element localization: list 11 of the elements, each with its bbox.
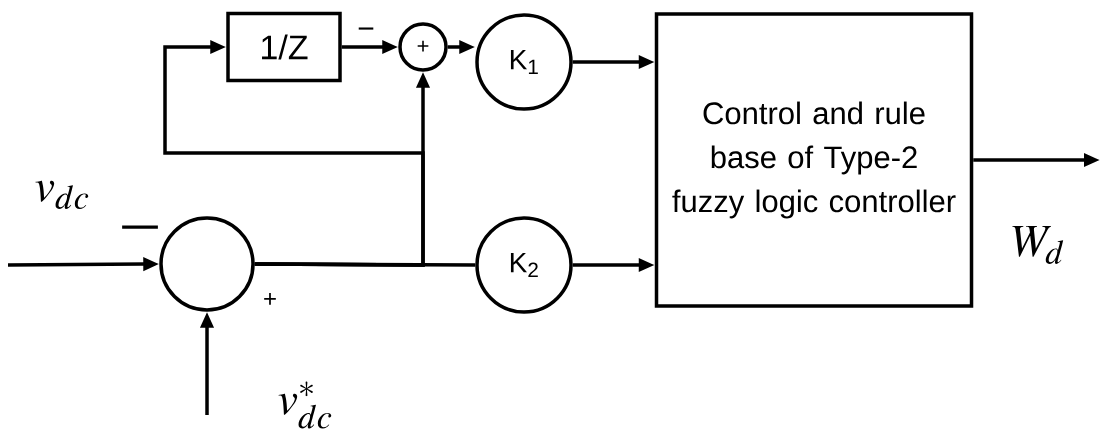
summing-junction: + xyxy=(398,22,448,72)
minus-sign: − xyxy=(358,27,374,30)
arrow xyxy=(163,39,425,267)
summing-junction xyxy=(159,216,255,312)
delay-block: 1/Z xyxy=(226,11,342,83)
controller-box: Control and rule base of Type-2 fuzzy logic controller xyxy=(654,12,974,308)
signal-label: $v_{dc}$ xyxy=(35,180,89,210)
plus-sign: + xyxy=(264,293,276,305)
minus-sign: − xyxy=(122,225,158,229)
signal-label: $v_{dc}^{*}$ xyxy=(278,381,332,429)
signal-label: $W_{d}$ xyxy=(1012,225,1064,264)
